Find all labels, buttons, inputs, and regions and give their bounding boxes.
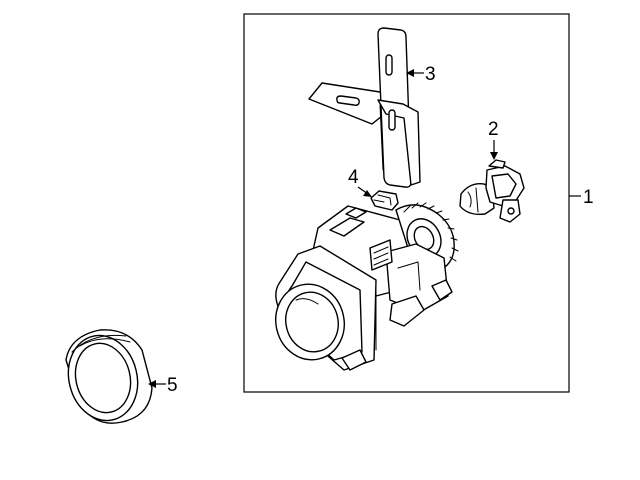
arrow-left-icon (148, 380, 156, 388)
fog-lamp-housing[interactable] (268, 202, 459, 371)
clip-part[interactable] (370, 190, 399, 211)
callout-3: 3 (406, 64, 436, 85)
callout-5: 5 (148, 375, 178, 396)
arrow-left-icon (406, 69, 414, 77)
mounting-bracket-part[interactable] (308, 27, 421, 188)
callout-2-label: 2 (488, 119, 499, 140)
bulb-part[interactable] (459, 159, 525, 223)
seal-ring-part[interactable] (60, 328, 153, 428)
callout-1: 1 (569, 187, 594, 208)
callout-1-label: 1 (583, 187, 594, 208)
assembly-frame (243, 13, 570, 393)
callout-2: 2 (488, 119, 499, 160)
callout-4: 4 (348, 167, 372, 197)
callout-5-label: 5 (167, 375, 178, 396)
callout-4-label: 4 (348, 167, 359, 188)
arrow-down-right-icon (363, 190, 372, 197)
arrow-down-icon (490, 152, 498, 160)
callout-3-label: 3 (425, 64, 436, 85)
